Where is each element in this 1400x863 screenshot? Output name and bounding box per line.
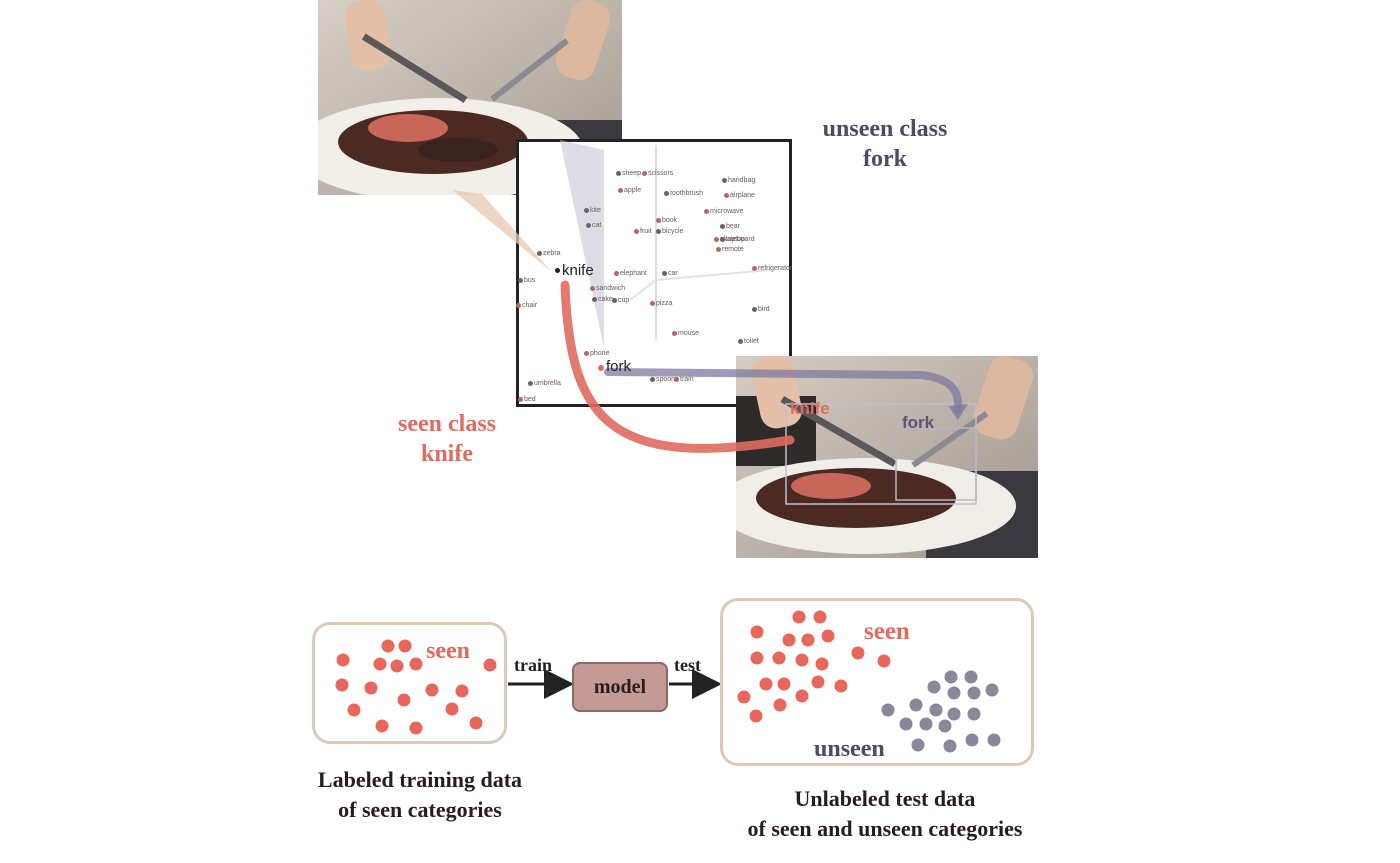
- embedding-point: [634, 229, 639, 234]
- embedding-word: toothbrush: [670, 190, 704, 197]
- embedding-point: [592, 297, 597, 302]
- embedding-word: cup: [618, 297, 630, 304]
- embedding-word: bed: [524, 396, 536, 403]
- embedding-word: toilet: [744, 338, 759, 345]
- test-caption-line2: of seen and unseen categories: [747, 815, 1023, 841]
- embedding-word: bird: [758, 306, 770, 313]
- embedding-point: [590, 286, 595, 291]
- embedding-point: [616, 171, 621, 176]
- fork-bbox-label: fork: [902, 413, 935, 432]
- embedding-word: laptop: [726, 236, 746, 243]
- fork-embedding-point: [598, 365, 604, 371]
- embedding-point: [518, 278, 523, 283]
- embedding-point: [662, 271, 667, 276]
- embedding-word: bus: [524, 277, 536, 284]
- test-caption-line1: Unlabeled test data: [794, 786, 976, 811]
- embedding-point: [656, 229, 661, 234]
- training-caption-line2: of seen categories: [338, 796, 502, 822]
- top-photo: [318, 0, 622, 195]
- embedding-point: [722, 178, 727, 183]
- embedding-point: [584, 351, 589, 356]
- embedding-word: kite: [590, 207, 601, 214]
- embedding-point: [584, 208, 589, 213]
- test-arrow-label: test: [674, 655, 701, 675]
- embedding-point: [752, 307, 757, 312]
- embedding-point: [642, 171, 647, 176]
- training-caption: Labeled training data of seen categories: [280, 765, 560, 824]
- test-unseen-label: unseen: [814, 736, 885, 762]
- embedding-word: airplane: [730, 192, 755, 199]
- train-seen-label: seen: [426, 638, 470, 664]
- embedding-point: [612, 298, 617, 303]
- embedding-word: skateboard: [720, 236, 755, 243]
- embedding-point: [724, 193, 729, 198]
- embedding-point: [716, 247, 721, 252]
- embedding-point: [672, 331, 677, 336]
- embedding-point: [618, 188, 623, 193]
- embedding-point: [614, 271, 619, 276]
- embedding-word: handbag: [728, 177, 756, 184]
- embedding-point: [664, 191, 669, 196]
- training-data-panel: [312, 622, 507, 744]
- embedding-point: [528, 381, 533, 386]
- embedding-word: remote: [722, 246, 744, 253]
- embedding-word: spoon: [656, 376, 676, 383]
- embedding-word: car: [668, 270, 678, 277]
- embedding-word: microwave: [710, 208, 744, 215]
- fork-embedding-label: fork: [606, 358, 632, 375]
- embedding-point: [537, 251, 542, 256]
- training-caption-line1: Labeled training data: [317, 767, 523, 792]
- embedding-point: [704, 209, 709, 214]
- embedding-point: [518, 397, 523, 402]
- knife-bbox-label: knife: [790, 399, 830, 418]
- test-caption: Unlabeled test data of seen and unseen c…: [690, 784, 1080, 843]
- embedding-word: bear: [726, 223, 741, 230]
- detection-photo: [736, 356, 1038, 558]
- embedding-point: [586, 223, 591, 228]
- embedding-point: [720, 237, 725, 242]
- embedding-point: [714, 237, 719, 242]
- embedding-point: [650, 301, 655, 306]
- embedding-word: mouse: [678, 330, 700, 337]
- embedding-word: train: [680, 376, 694, 383]
- embedding-point: [738, 339, 743, 344]
- embedding-word: phone: [590, 350, 610, 357]
- embedding-point: [720, 224, 725, 229]
- embedding-word: umbrella: [534, 380, 561, 387]
- embedding-word: fruit: [640, 228, 652, 235]
- knife-embedding-point: [555, 268, 560, 273]
- embedding-point: [516, 303, 521, 308]
- unseen-class-line2: fork: [863, 146, 907, 172]
- train-arrow-label: train: [514, 655, 552, 675]
- embedding-point: [674, 377, 679, 382]
- embedding-word: scissors: [648, 170, 674, 177]
- embedding-word: sheep: [622, 170, 642, 177]
- embedding-word: chair: [522, 302, 538, 309]
- knife-embedding-label: knife: [562, 262, 594, 279]
- unseen-class-label: unseen class fork: [800, 114, 970, 174]
- embedding-point: [656, 218, 661, 223]
- embedding-point: [650, 377, 655, 382]
- seen-class-line2: knife: [420, 441, 473, 467]
- seen-class-label: seen class knife: [372, 409, 522, 469]
- embedding-point: [752, 266, 757, 271]
- test-seen-label: seen: [864, 618, 910, 645]
- embedding-word: sandwich: [596, 285, 626, 292]
- embedding-word: apple: [624, 187, 642, 194]
- embedding-word: cake: [598, 296, 613, 303]
- embedding-word: zebra: [543, 250, 561, 257]
- embedding-word: book: [662, 217, 678, 224]
- embedding-word: refrigerator: [758, 265, 793, 272]
- embedding-word: elephant: [620, 270, 647, 277]
- model-box: model: [572, 662, 668, 712]
- embedding-word: pizza: [656, 300, 673, 307]
- embedding-word: cat: [592, 222, 602, 229]
- seen-class-line1: seen class: [398, 411, 496, 437]
- unseen-class-line1: unseen class: [822, 116, 948, 142]
- embedding-word: bicycle: [662, 228, 684, 235]
